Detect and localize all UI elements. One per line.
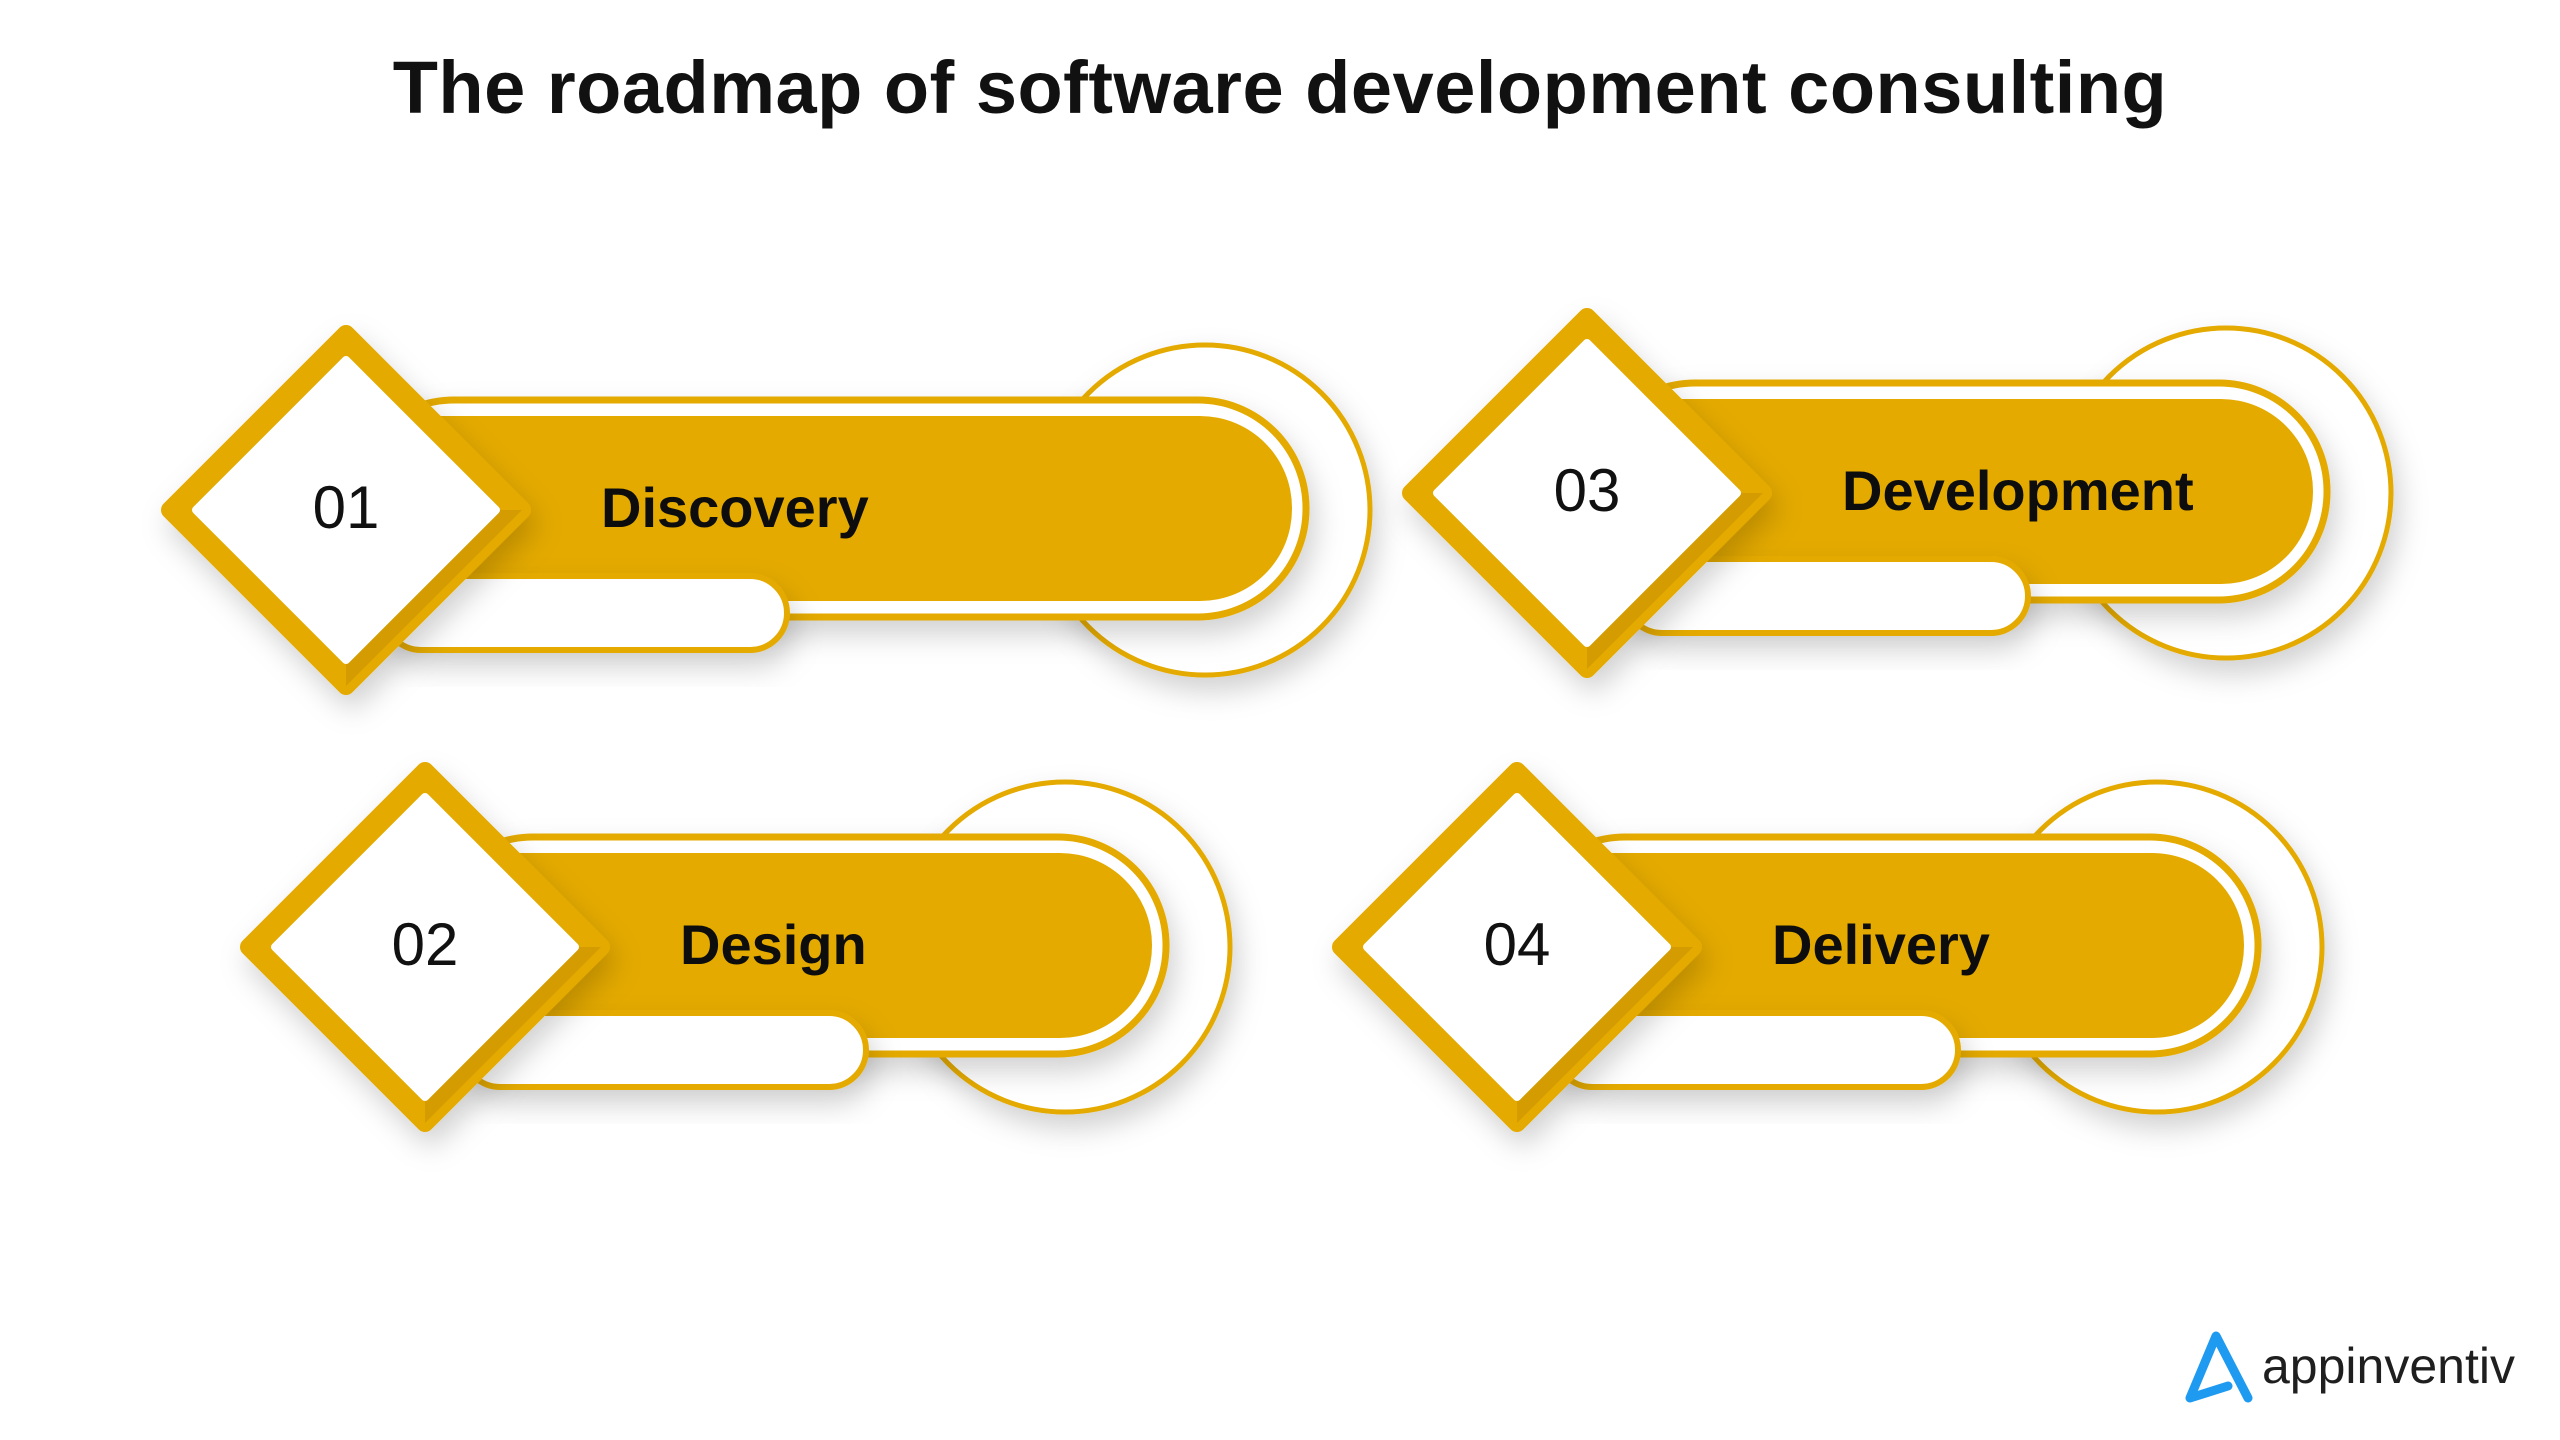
logo-text: appinventiv bbox=[2262, 1338, 2515, 1394]
page-title: The roadmap of software development cons… bbox=[392, 46, 2168, 129]
step-number: 02 bbox=[391, 911, 459, 978]
gold-pill bbox=[425, 853, 1152, 1038]
appinventiv-logo-icon bbox=[2185, 1331, 2253, 1403]
step-number: 03 bbox=[1553, 457, 1621, 524]
diamond-shade bbox=[1587, 493, 1763, 669]
diamond-shade bbox=[346, 510, 522, 686]
diamond-inner bbox=[1363, 793, 1671, 1101]
step-label: Delivery bbox=[1772, 913, 1990, 976]
step-number: 01 bbox=[312, 474, 380, 541]
step-label: Development bbox=[1842, 459, 2194, 522]
step-label: Design bbox=[680, 913, 867, 976]
gold-pill bbox=[1517, 853, 2244, 1038]
diamond-shade bbox=[1517, 947, 1693, 1123]
diamond-inner bbox=[1433, 339, 1741, 647]
diamond-shade bbox=[425, 947, 601, 1123]
gold-pill bbox=[346, 416, 1292, 601]
brand-logo: appinventiv bbox=[2182, 1326, 2515, 1406]
step-label: Discovery bbox=[601, 476, 869, 539]
diamond-inner bbox=[192, 356, 500, 664]
gold-pill bbox=[1587, 399, 2313, 584]
diamond-inner bbox=[271, 793, 579, 1101]
step-number: 04 bbox=[1483, 911, 1551, 978]
